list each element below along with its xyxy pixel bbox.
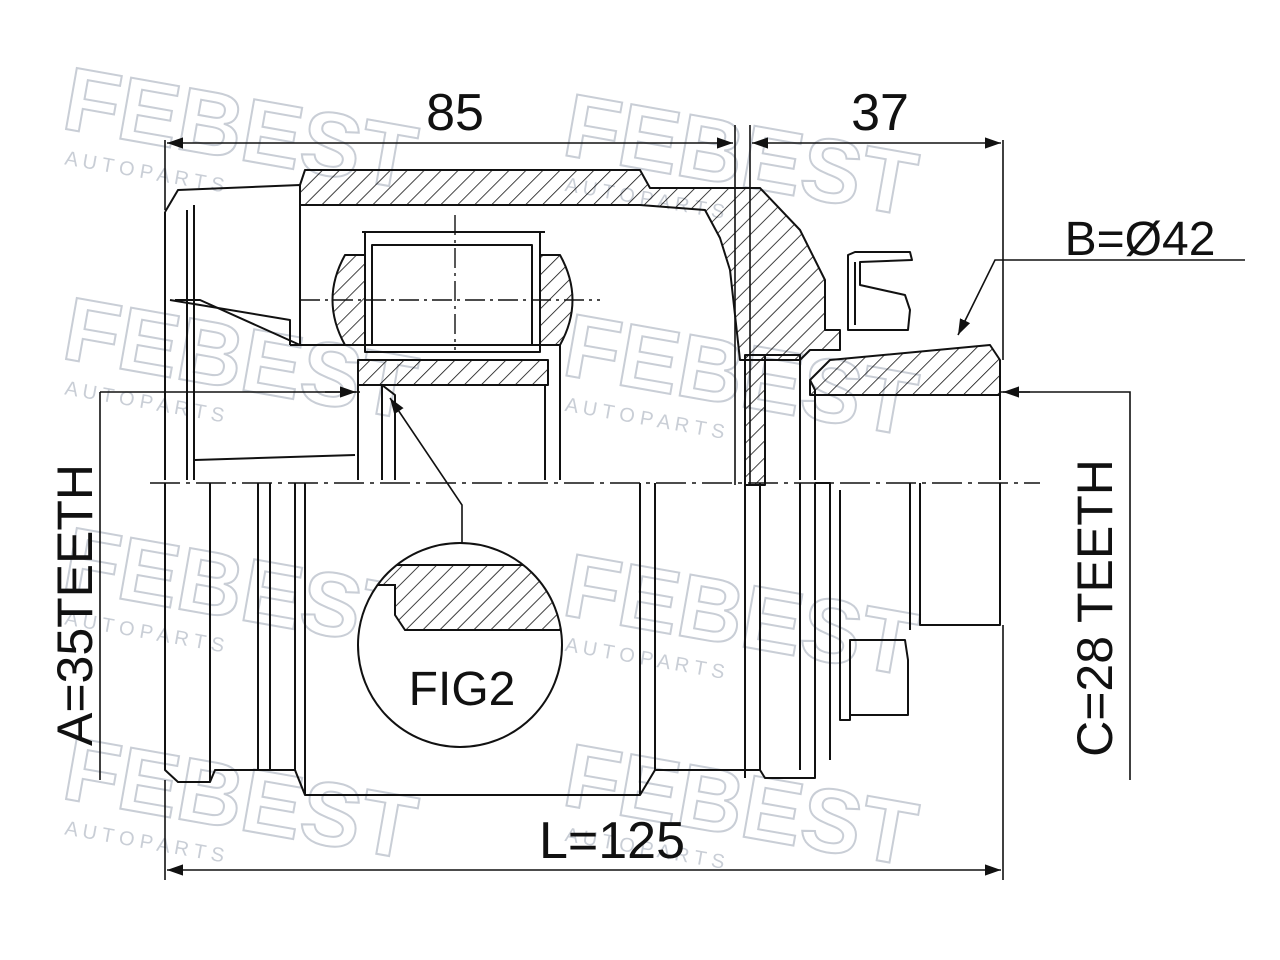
- stub-shaft: [809, 344, 1001, 396]
- dust-deflector: [847, 251, 913, 331]
- dimension-c-teeth: C=28 TEETH: [1067, 459, 1123, 757]
- dimension-a-teeth: A=35TEETH: [47, 464, 103, 746]
- watermark-brand: FEBEST: [57, 719, 424, 879]
- dimension-37: 37: [851, 84, 909, 142]
- part-outline: [150, 169, 1040, 796]
- watermark-brand: FEBEST: [557, 536, 924, 696]
- spider-hub: [357, 359, 549, 386]
- housing-flange: [164, 184, 301, 346]
- detail-fig2: FIG2: [357, 397, 563, 748]
- fig2-label: FIG2: [409, 663, 516, 716]
- dimension-85: 85: [426, 84, 484, 142]
- dimension-lines: [99, 125, 1245, 880]
- housing-section: [299, 169, 841, 361]
- dimension-l-125: L=125: [539, 812, 685, 870]
- dimension-b-diameter: B=Ø42: [1065, 213, 1216, 266]
- center-seal: [744, 354, 766, 486]
- roller-needle: [364, 231, 541, 353]
